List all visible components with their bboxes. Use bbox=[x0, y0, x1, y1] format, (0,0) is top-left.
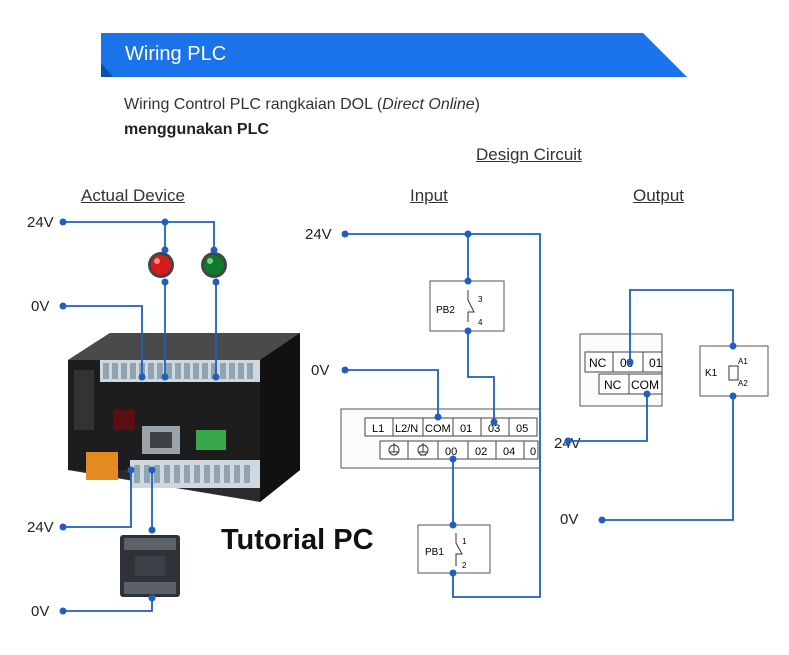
banner-title: Wiring PLC bbox=[125, 43, 227, 65]
subtitle-italic: Direct Online bbox=[382, 96, 475, 113]
output-terminal-NC-top: NC bbox=[589, 356, 607, 370]
pb2-pin-top: 3 bbox=[478, 295, 483, 304]
label-24v-actual-top: 24V bbox=[27, 214, 54, 231]
output-terminal-01: 01 bbox=[649, 356, 663, 370]
actual-device-wires bbox=[63, 221, 217, 612]
input-dots bbox=[341, 230, 498, 577]
pb2-switch: PB2 3 4 bbox=[429, 280, 505, 332]
pb1-pin-bottom: 2 bbox=[462, 561, 467, 570]
label-24v-input: 24V bbox=[305, 226, 332, 243]
pb1-pin-top: 1 bbox=[462, 537, 467, 546]
pb2-pin-bottom: 4 bbox=[478, 318, 483, 327]
label-0v-output: 0V bbox=[560, 511, 579, 528]
terminal-01: 01 bbox=[460, 423, 472, 435]
terminal-04: 04 bbox=[503, 446, 515, 458]
subtitle-suffix: ) bbox=[474, 96, 480, 113]
terminal-0-partial: 0 bbox=[530, 446, 536, 458]
heading-actual-device: Actual Device bbox=[81, 186, 185, 205]
terminal-00: 00 bbox=[445, 446, 457, 458]
output-wires bbox=[568, 289, 734, 521]
plc-device-image bbox=[68, 333, 300, 502]
terminal-05: 05 bbox=[516, 423, 528, 435]
contactor-device-image bbox=[120, 535, 180, 597]
heading-design-circuit: Design Circuit bbox=[476, 145, 582, 164]
banner-shape bbox=[101, 33, 687, 77]
red-pilot-lamp bbox=[148, 252, 174, 278]
k1-label: K1 bbox=[705, 368, 718, 379]
ground-icon-1 bbox=[388, 443, 400, 456]
output-terminal-NC-bottom: NC bbox=[604, 378, 622, 392]
pb1-label: PB1 bbox=[425, 547, 444, 558]
subtitle-line2: menggunakan PLC bbox=[124, 121, 269, 138]
actual-device-dots bbox=[59, 218, 220, 615]
terminal-L1: L1 bbox=[372, 423, 384, 435]
pb2-label: PB2 bbox=[436, 305, 455, 316]
k1-pin-bottom: A2 bbox=[738, 379, 748, 388]
output-terminal-COM: COM bbox=[631, 378, 659, 392]
label-0v-input: 0V bbox=[311, 362, 330, 379]
pb1-switch: PB1 1 2 bbox=[417, 524, 491, 574]
heading-input: Input bbox=[410, 186, 448, 205]
terminal-COM: COM bbox=[425, 423, 451, 435]
terminal-02: 02 bbox=[475, 446, 487, 458]
subtitle-line1: Wiring Control PLC rangkaian DOL (Direct… bbox=[124, 96, 480, 114]
k1-pin-top: A1 bbox=[738, 357, 748, 366]
input-wires bbox=[345, 233, 541, 598]
subtitle-prefix: Wiring Control PLC rangkaian DOL ( bbox=[124, 96, 383, 113]
label-24v-actual-bottom: 24V bbox=[27, 519, 54, 536]
watermark: Tutorial PC bbox=[221, 524, 374, 556]
heading-output: Output bbox=[633, 186, 685, 205]
label-0v-actual-top: 0V bbox=[31, 298, 50, 315]
ground-icon-2 bbox=[417, 443, 429, 456]
k1-coil: K1 A1 A2 bbox=[699, 345, 769, 397]
terminal-03: 03 bbox=[488, 423, 500, 435]
output-dots bbox=[564, 342, 737, 524]
label-0v-actual-bottom: 0V bbox=[31, 603, 50, 620]
terminal-L2N: L2/N bbox=[395, 423, 418, 435]
green-pilot-lamp bbox=[201, 252, 227, 278]
title-banner: Wiring PLC bbox=[101, 33, 687, 77]
